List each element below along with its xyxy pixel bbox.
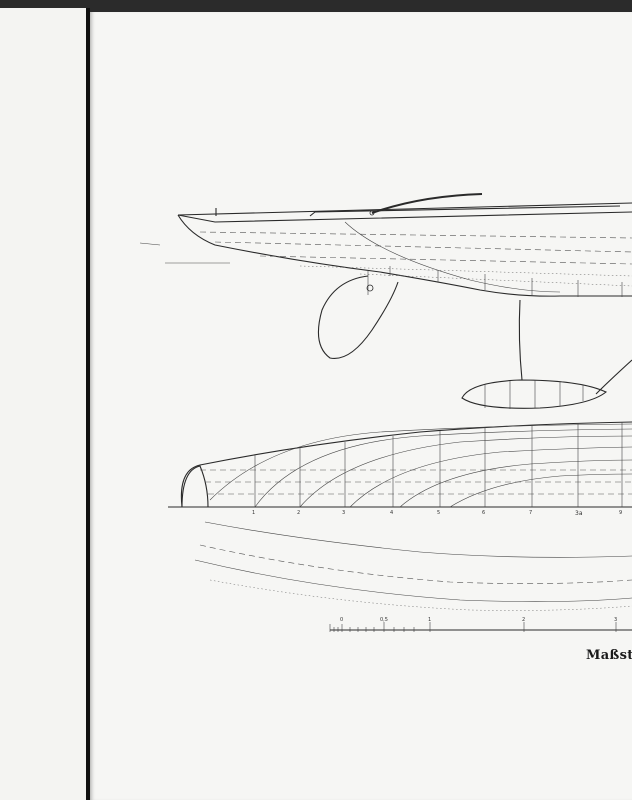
ballast-bulb [461,379,608,409]
buttock-curve [344,221,561,293]
binding-margin [0,8,88,800]
diagonals-view [194,521,632,611]
page-gutter-edge [86,8,90,800]
waterline-4 [299,265,632,277]
half-breadth-stations [254,422,623,507]
svg-text:5: 5 [437,510,440,516]
half-breadth-view: 1 2 3 4 5 6 7 3a 9 [168,421,632,517]
scale-caption: Maßsta [586,648,632,663]
scale-bar: 0 0,5 1 2 3 [329,617,632,632]
scale-label-1: 1 [428,617,431,623]
svg-text:3: 3 [342,510,345,516]
svg-text:9: 9 [619,510,622,516]
diagonal-3 [194,559,632,602]
keel-fin-leading [518,299,523,381]
station-marker-3a: 3a [575,510,583,517]
waterline-1 [199,231,632,239]
coaming [309,205,621,217]
waterline-5 [359,273,632,287]
waterline-2 [214,241,632,253]
svg-text:4: 4 [390,510,393,516]
rudder-blade [317,275,399,359]
diagonal-4 [209,579,632,611]
tiller [371,193,483,214]
svg-text:7: 7 [529,510,532,516]
margin-mark [139,242,161,246]
scale-label-0: 0 [340,617,343,623]
half-breadth-dashes [200,469,632,495]
svg-text:1: 1 [252,510,255,516]
deck-half-breadth [180,421,632,508]
page-sheet [88,12,632,800]
profile-view [139,193,632,409]
waterline-arcs [209,423,632,508]
bulb-sections [484,380,584,409]
deck-edge [177,211,632,223]
scale-label-half: 0,5 [380,617,388,623]
hull-bottom-profile [177,214,632,297]
diagonal-1 [204,521,632,558]
keel-fin-trailing [595,359,632,395]
sheer-line [177,202,632,216]
transom-half [181,465,209,508]
profile-stations [389,266,623,297]
diagonal-2 [199,544,632,584]
svg-text:6: 6 [482,510,485,516]
scale-label-3: 3 [614,617,617,623]
station-numbers: 1 2 3 4 5 6 7 3a 9 [252,510,622,517]
scale-label-2: 2 [522,617,525,623]
tiller-pivot [369,210,375,216]
waterline-3 [259,255,632,265]
svg-text:2: 2 [297,510,300,516]
rudder-heel-fitting [366,284,374,292]
